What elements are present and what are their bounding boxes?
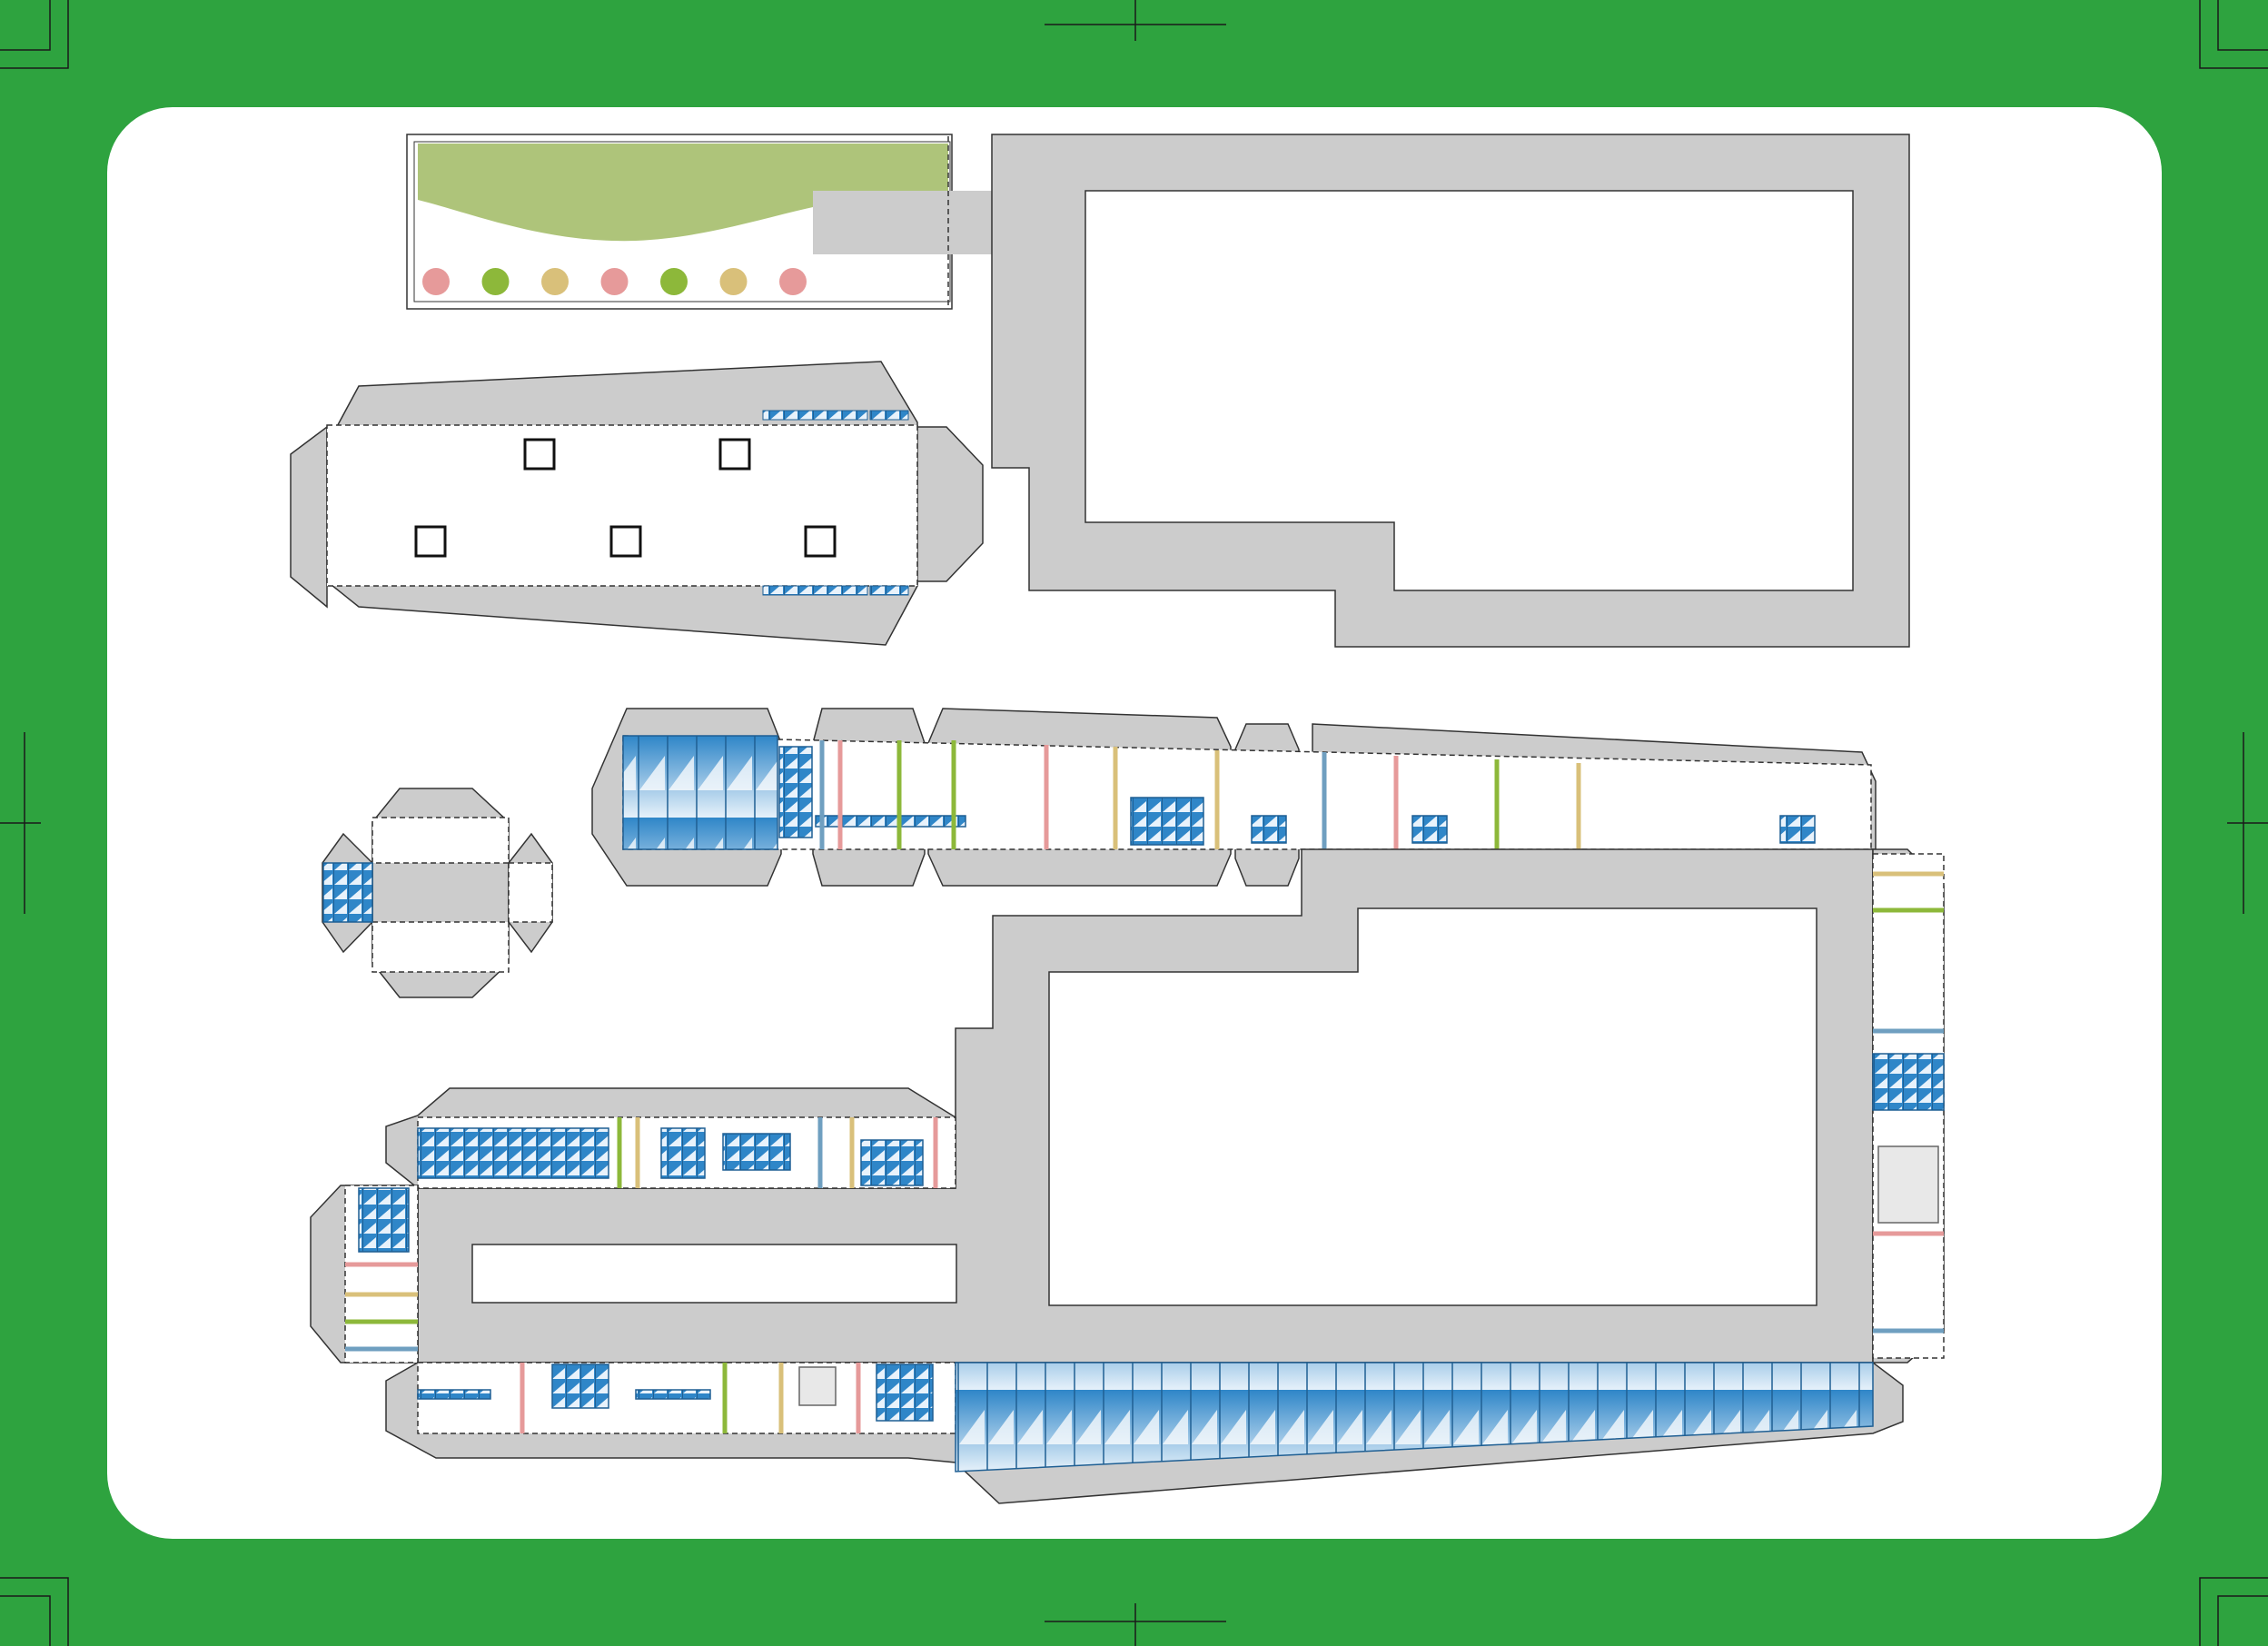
- corner-mark-top-right: [2199, 0, 2268, 69]
- lower-left-top-wall: [385, 1087, 956, 1189]
- roof-dot: [779, 268, 807, 295]
- roof-gray-tab: [813, 191, 992, 254]
- roof-dot: [600, 268, 629, 295]
- tapered-box-net: [290, 361, 984, 646]
- middle-wall-stripes: [819, 740, 1581, 849]
- middle-wall-strip: [591, 708, 1877, 887]
- upper-floor-frame: [991, 134, 1910, 648]
- tapered-box-squares: [414, 438, 837, 558]
- roof-vent-square: [414, 525, 447, 558]
- corner-mark-bottom-right: [2199, 1577, 2268, 1646]
- bottom-long-wall: [385, 1362, 1904, 1504]
- small-box-net: [322, 788, 553, 998]
- roof-dot: [422, 268, 450, 295]
- right-side-wall: [1872, 848, 1945, 1363]
- roof-vent-square: [609, 525, 642, 558]
- tapered-box-windows: [762, 410, 909, 596]
- lower-floor-frame: [417, 848, 1874, 1363]
- roof-dot: [719, 268, 748, 295]
- roof-vent-square: [718, 438, 751, 471]
- roof-green-band: [418, 144, 948, 242]
- roof-dots: [422, 268, 807, 295]
- corner-mark-top-left: [0, 0, 69, 69]
- roof-dot: [481, 268, 510, 295]
- roof-dot: [660, 268, 688, 295]
- roof-panel: [406, 134, 992, 310]
- corner-mark-bottom-left: [0, 1577, 69, 1646]
- roof-vent-square: [523, 438, 556, 471]
- roof-dot: [541, 268, 569, 295]
- lower-left-side-wall: [310, 1185, 419, 1363]
- roof-vent-square: [804, 525, 837, 558]
